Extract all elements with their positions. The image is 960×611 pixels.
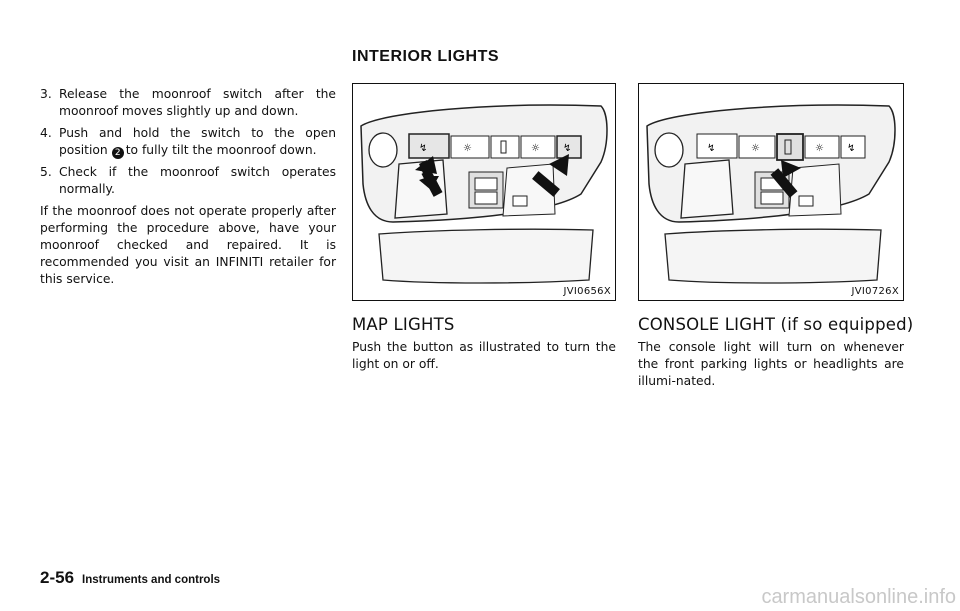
console-light-text: The console light will turn on whenever … xyxy=(638,340,904,388)
paragraph: If the moonroof does not operate properl… xyxy=(40,204,336,286)
step-number: 4. xyxy=(40,126,52,140)
figure-code: JVI0726X xyxy=(851,286,899,297)
console-light-title: CONSOLE LIGHT (if so equipped) xyxy=(638,315,914,334)
figure-console-light: ↯ ☼ ☼ ↯ JVI0726X xyxy=(638,83,904,301)
svg-text:↯: ↯ xyxy=(419,143,427,154)
step-4: 4. Push and hold the switch to the open … xyxy=(40,125,336,159)
step-number: 3. xyxy=(40,87,52,101)
step-text: Release the moonroof switch after the mo… xyxy=(59,87,336,118)
chapter-name: Instruments and controls xyxy=(82,574,221,586)
svg-text:↯: ↯ xyxy=(563,143,571,154)
console-light-illustration: ↯ ☼ ☼ ↯ xyxy=(646,104,896,284)
svg-text:☼: ☼ xyxy=(463,143,472,154)
step-3: 3. Release the moonroof switch after the… xyxy=(40,86,336,120)
step-5: 5. Check if the moonroof switch operates… xyxy=(40,164,336,198)
circled-number-icon: 2 xyxy=(111,147,124,159)
step-text-after: to fully tilt the moonroof down. xyxy=(125,143,317,157)
step-text: Check if the moonroof switch operates no… xyxy=(59,165,336,196)
svg-text:↯: ↯ xyxy=(847,143,855,154)
svg-text:☼: ☼ xyxy=(751,143,760,154)
map-lights-illustration: ↯ ☼ ☼ ↯ xyxy=(360,104,608,284)
svg-text:↯: ↯ xyxy=(707,143,715,154)
figure-code: JVI0656X xyxy=(563,286,611,297)
watermark: carmanualsonline.info xyxy=(761,586,956,608)
page-number: 2-56 xyxy=(40,568,75,587)
map-lights-text: Push the button as illustrated to turn t… xyxy=(352,340,616,371)
section-title: INTERIOR LIGHTS xyxy=(352,48,500,65)
map-lights-title: MAP LIGHTS xyxy=(352,315,455,334)
figure-map-lights: ↯ ☼ ☼ ↯ JVI0656X xyxy=(352,83,616,301)
svg-text:☼: ☼ xyxy=(815,143,824,154)
left-column: 3. Release the moonroof switch after the… xyxy=(40,86,336,293)
step-number: 5. xyxy=(40,165,52,179)
step-text-before: Push and hold the switch to the open pos… xyxy=(59,126,336,157)
svg-text:☼: ☼ xyxy=(531,143,540,154)
page-footer: 2-56 Instruments and controls xyxy=(40,568,220,588)
